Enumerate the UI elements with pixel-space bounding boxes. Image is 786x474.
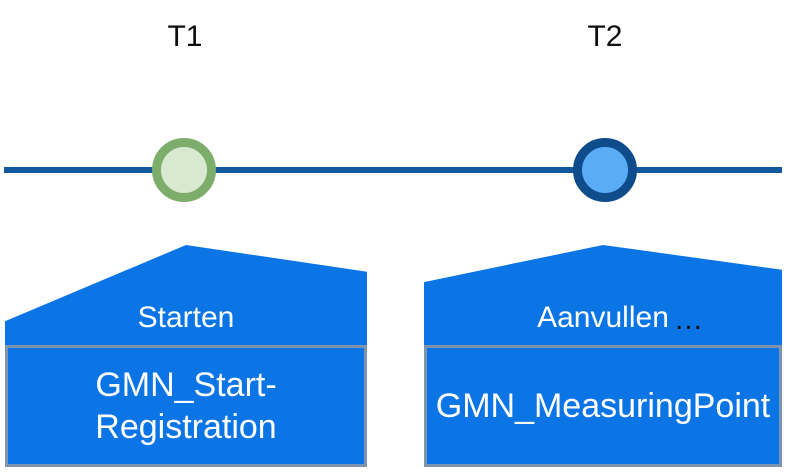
timeline-axis	[4, 167, 782, 173]
entity-box-label-gmn-start-registration: GMN_Start-Registration	[95, 366, 277, 446]
time-label-t2: T2	[587, 20, 623, 53]
ellipsis-annotation: ...	[675, 303, 704, 336]
timeline-marker-t1[interactable]	[152, 138, 216, 202]
action-banner-starten[interactable]: Starten	[5, 245, 367, 348]
entity-box-label-gmn-measuringpoint: GMN_MeasuringPoint	[435, 387, 771, 425]
action-banner-label-aanvullen: Aanvullen	[537, 301, 669, 334]
timeline-marker-t2[interactable]	[573, 138, 637, 202]
action-banner-aanvullen[interactable]: Aanvullen	[424, 245, 782, 348]
event-group-aanvullen: Aanvullen GMN_MeasuringPoint	[424, 245, 782, 469]
time-label-t1: T1	[167, 20, 203, 53]
event-group-starten: Starten GMN_Start-Registration	[5, 245, 367, 469]
action-banner-label-starten: Starten	[137, 301, 235, 334]
entity-box-gmn-start-registration[interactable]: GMN_Start-Registration	[5, 345, 367, 467]
entity-box-gmn-measuringpoint[interactable]: GMN_MeasuringPoint	[424, 345, 782, 467]
